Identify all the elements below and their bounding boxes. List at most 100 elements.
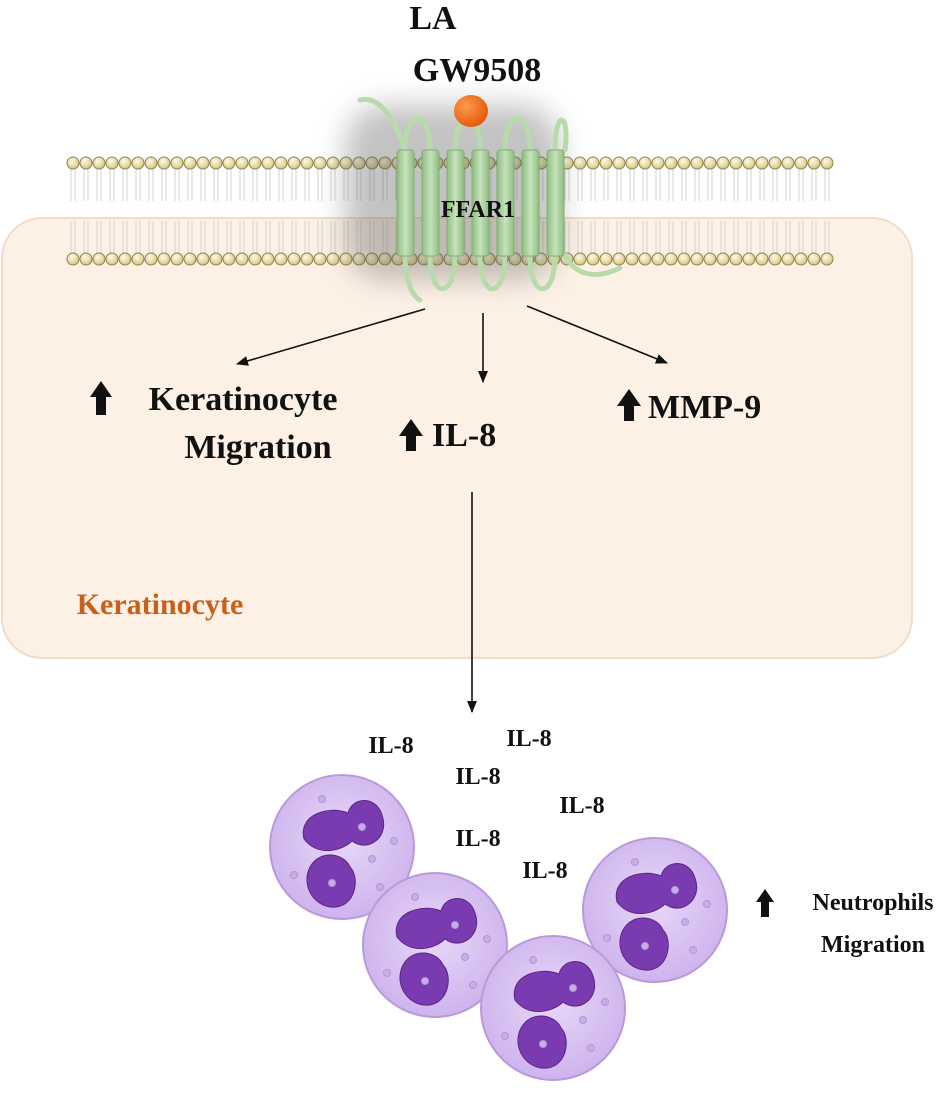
lipid-head (274, 252, 288, 266)
neutrophil-granule (390, 837, 398, 845)
ligand-ball (454, 95, 488, 127)
lipid-head (807, 156, 821, 170)
secreted-il8-label: IL-8 (506, 726, 551, 752)
neutrophil-granule (603, 934, 611, 942)
arrow-to-mmp9 (526, 305, 668, 364)
lipid-head (651, 156, 665, 170)
neutrophil-granule (601, 998, 609, 1006)
cell-label: Keratinocyte (77, 588, 244, 621)
lipid-head (599, 252, 613, 266)
lipid-head (196, 156, 210, 170)
secreted-il8-label: IL-8 (455, 826, 500, 852)
neutrophil-granule (631, 858, 639, 866)
lipid-head (651, 252, 665, 266)
receptor-helix (471, 149, 490, 257)
lipid-head (612, 156, 626, 170)
lipid-head (690, 252, 704, 266)
lipid-head (313, 156, 327, 170)
neutrophil-granule (579, 1016, 587, 1024)
lipid-head (781, 156, 795, 170)
lipid-head (755, 156, 769, 170)
lipid-head (79, 156, 93, 170)
lipid-head (235, 156, 249, 170)
lipid-head (768, 156, 782, 170)
lipid-head (612, 252, 626, 266)
up-arrow-icon (756, 889, 774, 917)
lipid-head (690, 156, 704, 170)
neutrophil-granule (318, 795, 326, 803)
lipid-head (794, 252, 808, 266)
neutrophil-granule (290, 871, 298, 879)
lipid-head (742, 156, 756, 170)
lipid-head (235, 252, 249, 266)
ffar1-receptor: FFAR1 (345, 96, 623, 303)
ligand-label-line2: GW9508 (413, 52, 541, 89)
lipid-head (222, 156, 236, 170)
neutrophil-granule (587, 1044, 595, 1052)
neutrophil-granule (368, 855, 376, 863)
lipid-head (573, 156, 587, 170)
secreted-il8-label: IL-8 (455, 764, 500, 790)
receptor-helices (396, 149, 565, 257)
lipid-head (703, 252, 717, 266)
lipid-head (105, 156, 119, 170)
lipid-head (131, 252, 145, 266)
lipid-head (144, 252, 158, 266)
lipid-head (118, 156, 132, 170)
neutrophil-granule (671, 886, 679, 894)
receptor-helix (496, 149, 515, 257)
lipid-head (729, 252, 743, 266)
neutrophil-granule (469, 981, 477, 989)
lipid-head (807, 252, 821, 266)
neutrophil-granule (569, 984, 577, 992)
lipid-head (118, 252, 132, 266)
neutrophil-cell (269, 774, 415, 920)
neutrophil-granule (376, 883, 384, 891)
neutrophil-granule (539, 1040, 547, 1048)
lipid-head (586, 252, 600, 266)
neutrophil-nucleus-lobe (513, 961, 596, 1012)
lipid-head (274, 156, 288, 170)
neutrophil-nucleus-lobe (615, 863, 698, 914)
lipid-head (287, 156, 301, 170)
lipid-head (820, 252, 834, 266)
lipid-head (573, 252, 587, 266)
neutrophil-cell (362, 872, 508, 1018)
lipid-head (92, 252, 106, 266)
lipid-head (261, 252, 275, 266)
lipid-head (625, 252, 639, 266)
lipid-head (300, 252, 314, 266)
lipid-head (716, 156, 730, 170)
neutrophil-granule (529, 956, 537, 964)
neutrophil-granule (641, 942, 649, 950)
lipid-head (742, 252, 756, 266)
secreted-il8-label: IL-8 (559, 793, 604, 819)
lipid-head (144, 156, 158, 170)
receptor-n-terminal-loop (357, 96, 408, 153)
receptor-helix (521, 149, 540, 257)
lipid-head (170, 252, 184, 266)
lipid-head (209, 156, 223, 170)
receptor-intracellular-loops (402, 252, 623, 303)
up-arrow-icon (399, 419, 423, 451)
lipid-head (287, 252, 301, 266)
neutrophil-granule (681, 918, 689, 926)
lipid-head (326, 252, 340, 266)
lipid-head (703, 156, 717, 170)
neutrophil-granule (689, 946, 697, 954)
lipid-head (794, 156, 808, 170)
lipid-head (599, 156, 613, 170)
neutrophil-granule (451, 921, 459, 929)
neutrophil-granule (421, 977, 429, 985)
lipid-head (638, 252, 652, 266)
neutrophils-migration-line2: Migration (821, 932, 925, 958)
lipid-head (131, 156, 145, 170)
neutrophil-granule (383, 969, 391, 977)
neutrophil-cluster (269, 774, 728, 1081)
lipid-head (209, 252, 223, 266)
up-arrow-icon (617, 389, 641, 421)
lipid-head (313, 252, 327, 266)
neutrophil-granule (483, 935, 491, 943)
lipid-head (664, 156, 678, 170)
